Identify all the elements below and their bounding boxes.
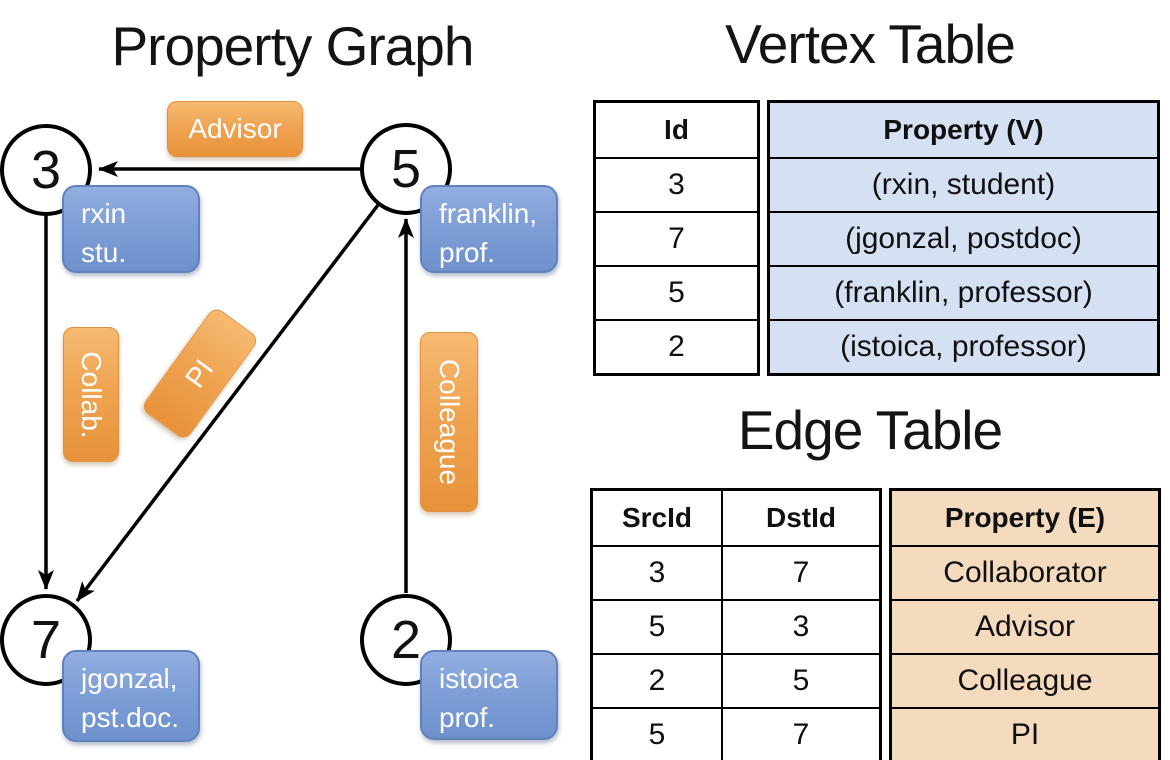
edge-src-cell: 5 [593, 599, 723, 653]
node-id: 2 [390, 610, 422, 670]
graph-node-5: 5 [360, 123, 452, 215]
edge-label-advisor: Advisor [167, 101, 303, 157]
edge-src-cell: 5 [593, 707, 723, 760]
vertex-label-line: rxin [81, 198, 127, 229]
edge-table-property-column: Property (E) Collaborator Advisor Collea… [889, 488, 1161, 760]
edge-label-text: Colleague [434, 358, 465, 486]
edge-label-collab: Collab. [63, 327, 119, 462]
edge-table-title: Edge Table [737, 399, 1003, 461]
vertex-label-line: istoica [439, 663, 519, 694]
edge-pi-5-7 [75, 203, 380, 603]
edge-property-header: Property (E) [944, 502, 1106, 533]
vertex-property-header: Property (V) [883, 114, 1044, 145]
edge-property-cell: Advisor [892, 599, 1158, 653]
vertex-label-line: pst.doc. [81, 702, 180, 733]
node-id: 5 [390, 139, 422, 199]
vertex-label-istoica: istoica prof. [420, 650, 558, 740]
vertex-table: Id 3 7 5 2 Property (V) (rxin, student) … [593, 100, 1160, 376]
edge-property-cell: PI [892, 707, 1158, 760]
graph-title: Property Graph [111, 15, 474, 77]
vertex-label-franklin: franklin, prof. [420, 185, 558, 273]
vertex-id-cell: 2 [596, 319, 757, 373]
vertex-table-id-column: Id 3 7 5 2 [593, 100, 760, 376]
vertex-table-title: Vertex Table [725, 13, 1016, 75]
edge-dst-cell: 3 [723, 599, 879, 653]
vertex-id-cell: 3 [596, 157, 757, 211]
edge-table: SrcId DstId 3 7 5 3 2 5 5 7 Property (E)… [590, 488, 1161, 760]
vertex-label-line: prof. [439, 237, 496, 268]
vertex-label-line: jgonzal, [81, 663, 178, 694]
vertex-property-cell: (rxin, student) [770, 157, 1157, 211]
vertex-label-line: stu. [81, 237, 127, 268]
edge-label-text: Collab. [76, 350, 107, 439]
graph-edges [38, 161, 414, 603]
edge-property-cell: Colleague [892, 653, 1158, 707]
edge-srcid-header: SrcId [593, 491, 723, 545]
vertex-property-cell: (jgonzal, postdoc) [770, 211, 1157, 265]
edge-dst-cell: 7 [723, 545, 879, 599]
edge-src-cell: 3 [593, 545, 723, 599]
edge-property-cell: Collaborator [892, 545, 1158, 599]
node-id: 3 [30, 140, 62, 200]
edge-dstid-header: DstId [766, 502, 836, 533]
edge-dst-cell: 5 [723, 653, 879, 707]
vertex-label-line: prof. [439, 702, 496, 733]
node-id: 7 [30, 610, 62, 670]
edge-table-id-columns: SrcId DstId 3 7 5 3 2 5 5 7 [590, 488, 882, 760]
edge-label-colleague: Colleague [420, 332, 478, 512]
edge-label-text: Advisor [188, 113, 282, 144]
graph-node-2: 2 [360, 594, 452, 686]
vertex-property-cell: (istoica, professor) [770, 319, 1157, 373]
vertex-label-jgonzal: jgonzal, pst.doc. [62, 650, 200, 742]
vertex-id-cell: 7 [596, 211, 757, 265]
vertex-id-cell: 5 [596, 265, 757, 319]
vertex-property-cell: (franklin, professor) [770, 265, 1157, 319]
edge-src-cell: 2 [593, 653, 723, 707]
edge-label-text: PI [179, 353, 220, 394]
vertex-id-header: Id [664, 114, 689, 145]
vertex-label-rxin: rxin stu. [62, 185, 200, 273]
vertex-label-line: franklin, [439, 198, 538, 229]
vertex-table-property-column: Property (V) (rxin, student) (jgonzal, p… [767, 100, 1160, 376]
edge-dst-cell: 7 [723, 707, 879, 760]
